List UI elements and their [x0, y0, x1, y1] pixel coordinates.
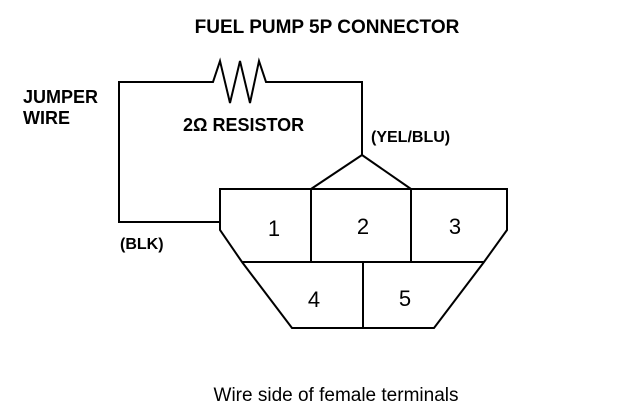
jumper-wire-left-segment: [118, 81, 220, 223]
jumper-wire-label-line1: JUMPER: [23, 87, 98, 107]
terminal-2-wire-fan: [310, 153, 412, 190]
wire-color-right: (YEL/BLU): [371, 129, 450, 146]
diagram-title: FUEL PUMP 5P CONNECTOR: [195, 17, 460, 38]
jumper-wire-right-segment: [274, 81, 363, 155]
terminal-5-label: 5: [399, 286, 411, 311]
diagram-caption: Wire side of female terminals: [214, 385, 459, 406]
terminal-2-label: 2: [357, 214, 369, 239]
jumper-wire-label-line2: WIRE: [23, 108, 70, 128]
terminal-3-label: 3: [449, 214, 461, 239]
terminal-1-label: 1: [268, 216, 280, 241]
wire-color-left: (BLK): [120, 236, 164, 253]
connector-housing: [219, 188, 508, 329]
terminal-4-label: 4: [308, 287, 320, 312]
resistor-zigzag: [205, 57, 274, 104]
resistor-label: 2Ω RESISTOR: [183, 115, 304, 135]
